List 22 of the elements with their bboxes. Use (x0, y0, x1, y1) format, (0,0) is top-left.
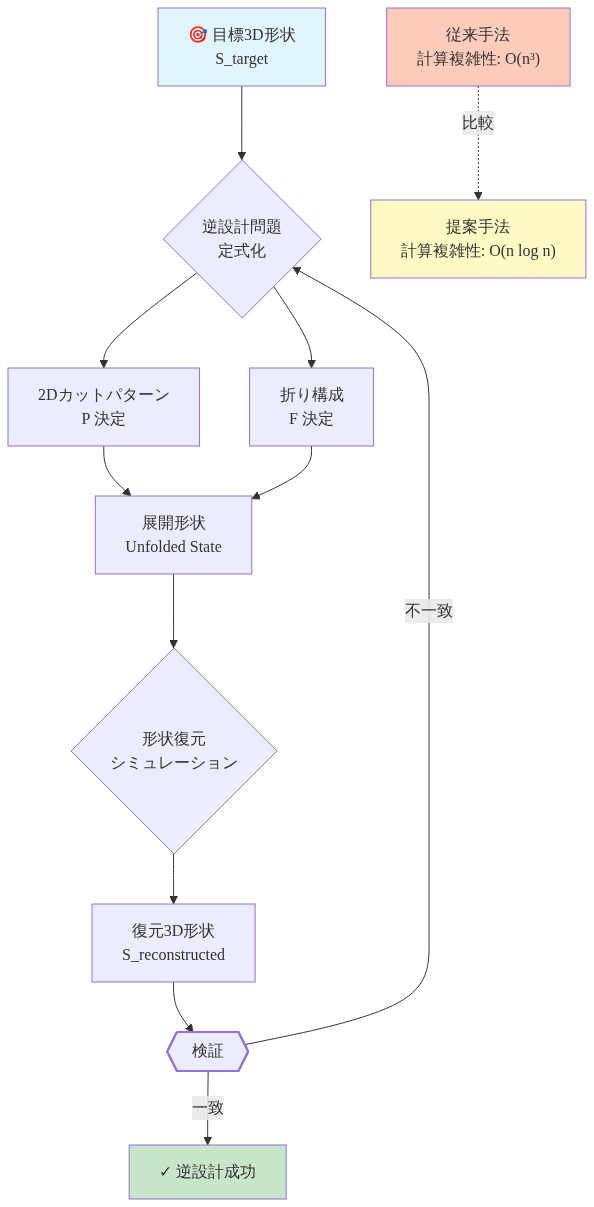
node-box: 展開形状 Unfolded State (94, 495, 253, 575)
arrow (273, 285, 316, 369)
arrow (169, 573, 178, 649)
arrow (99, 272, 198, 369)
node-box: 復元3D形状 S_reconstructed (91, 903, 256, 983)
node-diamond: 逆設計問題 定式化 (162, 159, 322, 319)
arrow (103, 445, 132, 497)
node-diamond: 形状復元 シミュレーション (70, 647, 278, 855)
arrow (173, 981, 194, 1033)
arrow (237, 85, 247, 161)
edge-label: 一致 (191, 1099, 224, 1116)
edge-label: 比較 (462, 114, 495, 131)
edge-label: 不一致 (405, 602, 454, 619)
node-box: 2Dカットパターン P 決定 (7, 367, 201, 447)
arrow (251, 445, 313, 500)
node-box: 🎯 目標3D形状 S_target (157, 7, 327, 87)
node-box: 従来手法 計算複雑性: O(n³) (386, 7, 571, 87)
arrow (169, 853, 178, 905)
node-box: 提案手法 計算複雑性: O(n log n) (370, 199, 587, 279)
node-box: 折り構成 F 決定 (249, 367, 375, 447)
node-box: ✓ 逆設計成功 (128, 1144, 287, 1200)
arrow (244, 266, 430, 1046)
